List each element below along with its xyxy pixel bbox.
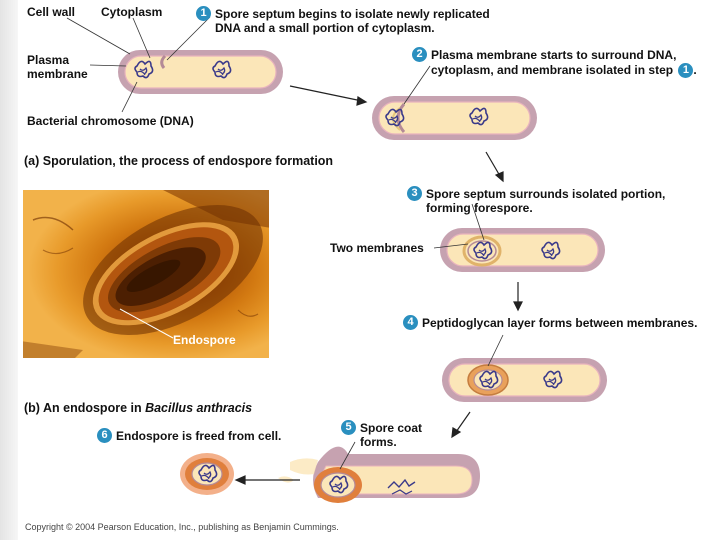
step-2-text-line1: Plasma membrane starts to surround DNA, — [431, 47, 677, 62]
step-4: 4 Peptidoglycan layer forms between membr… — [403, 315, 698, 331]
step-2: 2 Plasma membrane starts to surround DNA, — [412, 47, 677, 63]
cell-stage-2 — [372, 96, 537, 140]
label-cytoplasm: Cytoplasm — [101, 5, 163, 19]
label-bacterial-chromosome: Bacterial chromosome (DNA) — [27, 114, 194, 128]
leader-lines — [66, 16, 504, 470]
step-5-text-line1: Spore coat — [360, 420, 423, 435]
step-4-text-line1: Peptidoglycan layer forms between membra… — [422, 315, 698, 330]
caption-b-tag: (b) — [24, 401, 40, 415]
caption-b: (b) An endospore in Bacillus anthracis — [24, 401, 252, 415]
step-1-text-line2: DNA and a small portion of cytoplasm. — [215, 21, 435, 35]
step-6: 6 Endospore is freed from cell. — [97, 428, 282, 444]
step-2-text-line2: cytoplasm, and membrane isolated in step — [431, 63, 674, 77]
step-3-text-line1: Spore septum surrounds isolated portion, — [426, 186, 666, 201]
step-5-text-line2: forms. — [360, 435, 397, 449]
label-two-membranes: Two membranes — [330, 241, 424, 255]
step-1-text-line1: Spore septum begins to isolate newly rep… — [215, 6, 490, 21]
step-2-ref-badge: 1 — [678, 63, 694, 79]
cell-stage-4 — [442, 358, 607, 402]
step-2-badge: 2 — [412, 47, 427, 63]
free-endospore — [180, 453, 234, 495]
process-arrows — [234, 85, 523, 485]
step-4-badge: 4 — [403, 315, 418, 331]
endospore-micrograph: Endospore — [23, 190, 269, 358]
cell-stage-5 — [278, 446, 480, 503]
left-margin-strip — [0, 0, 18, 540]
step-5-badge: 5 — [341, 420, 356, 436]
cell-stage-1 — [118, 50, 283, 94]
label-plasma-membrane-line1: Plasma — [27, 53, 70, 67]
photo-label-endospore: Endospore — [173, 333, 236, 347]
step-3: 3 Spore septum surrounds isolated portion… — [407, 186, 666, 202]
cell-stage-3 — [440, 228, 605, 272]
copyright-notice: Copyright © 2004 Pearson Education, Inc.… — [25, 522, 339, 532]
caption-b-species: Bacillus anthracis — [145, 401, 253, 415]
caption-b-text: An endospore in — [42, 401, 146, 415]
step-3-badge: 3 — [407, 186, 422, 202]
caption-a-text: Sporulation, the process of endospore fo… — [42, 154, 334, 168]
step-2-line2: cytoplasm, and membrane isolated in step… — [431, 63, 697, 79]
caption-a-tag: (a) — [24, 154, 40, 168]
step-2-tail: . — [693, 63, 697, 77]
step-1-badge: 1 — [196, 6, 211, 22]
step-3-text-line2: forming forespore. — [426, 201, 533, 215]
label-plasma-membrane-line2: membrane — [27, 67, 88, 81]
step-1: 1 Spore septum begins to isolate newly re… — [196, 6, 490, 22]
step-5: 5 Spore coat — [341, 420, 423, 436]
step-6-badge: 6 — [97, 428, 112, 444]
step-6-text-line1: Endospore is freed from cell. — [116, 428, 282, 443]
caption-a: (a) Sporulation, the process of endospor… — [24, 154, 333, 168]
label-cell-wall: Cell wall — [27, 5, 76, 19]
